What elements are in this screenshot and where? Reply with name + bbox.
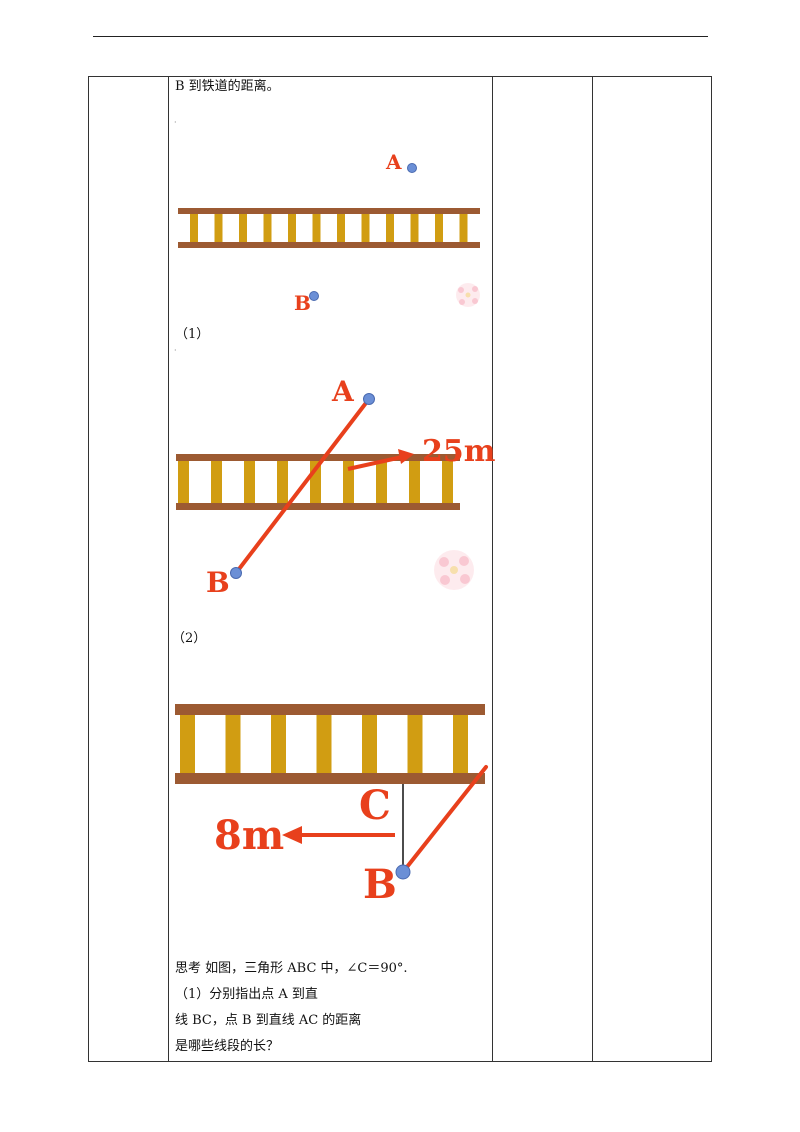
sleeper (214, 212, 223, 244)
rail-top (178, 208, 480, 214)
sleeper (211, 459, 222, 505)
sleeper (277, 459, 288, 505)
sleeper (407, 713, 423, 775)
point-b (230, 567, 242, 579)
sleeper (180, 713, 195, 775)
sleeper (337, 212, 345, 244)
sleeper (409, 459, 420, 505)
point-c-label: C (359, 782, 391, 829)
sleeper (386, 212, 394, 244)
column-divider-2 (492, 77, 493, 1061)
railway-track-2 (176, 454, 460, 510)
think-line: 思考 如图，三角形 ABC 中，∠C＝90°. (175, 961, 408, 976)
question-1-line-1: （1）分别指出点 A 到直 (175, 987, 318, 1002)
sleeper (453, 713, 468, 775)
point-a-label: A (331, 375, 355, 408)
lesson-table (88, 76, 712, 1062)
point-a (363, 393, 375, 405)
rail-top (175, 704, 485, 715)
sleeper (190, 212, 198, 244)
sleeper (271, 713, 286, 775)
distance-arrow-shaft (347, 455, 403, 471)
sleeper (362, 713, 377, 775)
caption-2: （2） (172, 631, 207, 646)
sleeper (343, 459, 354, 505)
sleeper (459, 212, 468, 244)
point-b (395, 864, 411, 880)
stray-mark: · (174, 118, 177, 127)
point-b-label: B (363, 861, 397, 908)
sleeper (244, 459, 255, 505)
sleeper (312, 212, 321, 244)
sleeper (225, 713, 241, 775)
sleeper (435, 212, 443, 244)
sleeper (361, 212, 370, 244)
header-rule (93, 36, 708, 37)
rail-bottom (175, 773, 485, 784)
rail-bottom (178, 242, 480, 248)
point-a (407, 163, 417, 173)
column-divider-3 (592, 77, 593, 1061)
sleeper (239, 212, 247, 244)
sleeper (263, 212, 272, 244)
rail-top (176, 454, 460, 461)
intro-line: B 到铁道的距离。 (175, 79, 280, 94)
question-1-line-3: 是哪些线段的长？ (175, 1039, 280, 1054)
distance-arrowhead (398, 449, 414, 464)
sleeper (316, 713, 332, 775)
point-b (309, 291, 319, 301)
sleeper (410, 212, 419, 244)
rail-bottom (176, 503, 460, 510)
question-1-line-2: 线 BC，点 B 到直线 AC 的距离 (175, 1013, 362, 1028)
column-divider-1 (168, 77, 169, 1061)
distance-label: 25m (422, 434, 496, 469)
railway-figure-2: 25m A B (176, 375, 496, 599)
distance-arrowhead (282, 826, 302, 844)
caption-1: （1） (175, 327, 210, 342)
stray-mark: · (174, 346, 177, 355)
flower-decoration-icon (456, 283, 480, 307)
sleeper (442, 459, 453, 505)
flower-decoration-icon (434, 550, 474, 590)
railway-track-1 (178, 208, 480, 248)
sleeper (288, 212, 296, 244)
point-b-label: B (294, 291, 311, 315)
sleeper (376, 459, 387, 505)
segment-ab (234, 397, 371, 575)
distance-label: 8m (214, 812, 284, 859)
slanted-segment (401, 765, 488, 874)
sleeper (310, 459, 321, 505)
railway-track-3 (175, 704, 485, 784)
sleeper (178, 459, 189, 505)
railway-figure-1: A B (178, 150, 480, 315)
point-b-label: B (206, 566, 230, 599)
railway-figure-3: 8m C B (175, 704, 488, 908)
point-a-label: A (385, 150, 402, 174)
